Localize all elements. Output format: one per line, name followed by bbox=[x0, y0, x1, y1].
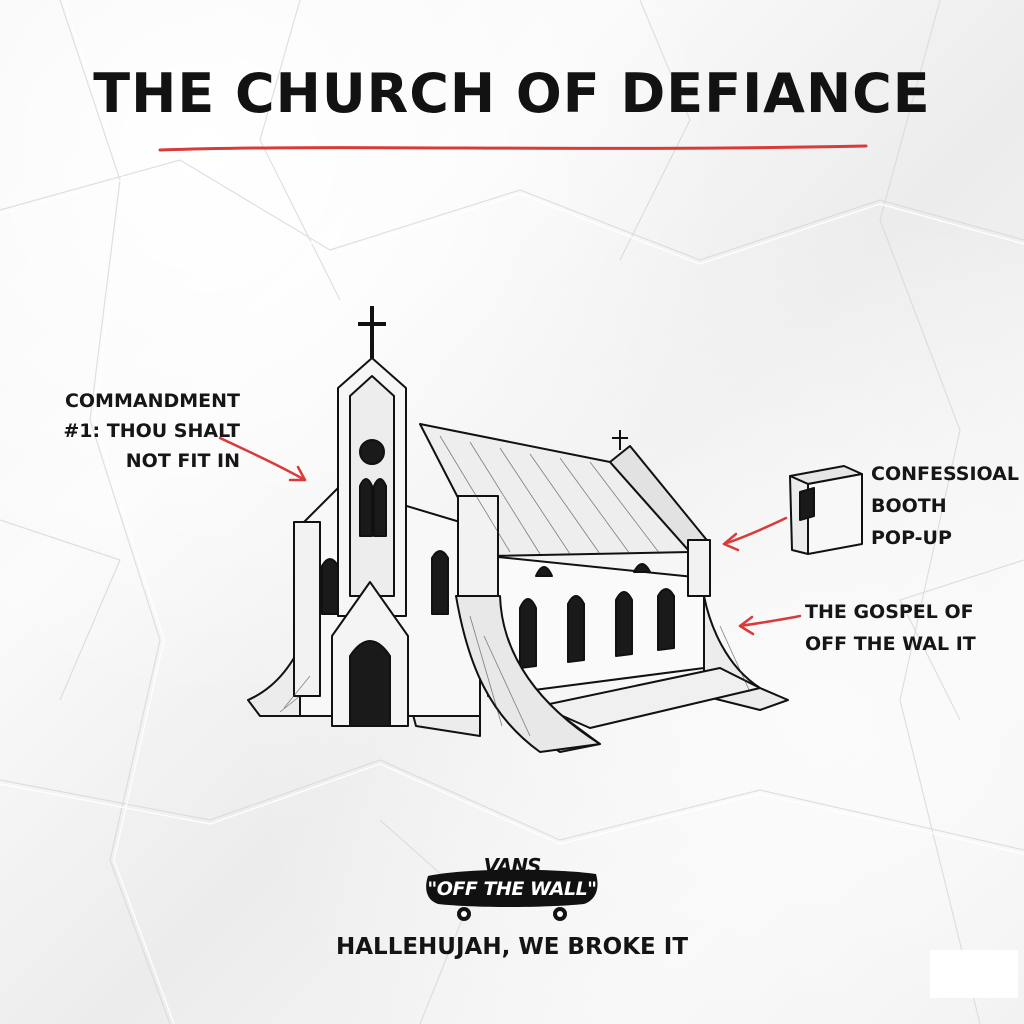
commandment-line-1: COMMANDMENT bbox=[64, 390, 240, 412]
vans-skateboard-logo: VANS "OFF THE WALL" bbox=[424, 848, 600, 926]
church-illustration bbox=[247, 306, 789, 753]
gospel-note: THE GOSPEL OF OFF THE WAL IT bbox=[805, 596, 1015, 660]
booth-line-1: CONFESSIOAL bbox=[871, 463, 1019, 485]
logo-slogan: "OFF THE WALL" bbox=[427, 878, 597, 900]
corner-blank-box bbox=[930, 950, 1018, 998]
confessional-booth-icon bbox=[789, 465, 863, 555]
gospel-line-1: THE GOSPEL OF bbox=[805, 601, 974, 623]
booth-line-2: BOOTH bbox=[871, 495, 947, 517]
commandment-line-3: NOT FIT IN bbox=[125, 450, 240, 472]
gospel-line-2: OFF THE WAL IT bbox=[805, 633, 976, 655]
logo-brand: VANS bbox=[483, 854, 542, 878]
booth-line-3: POP-UP bbox=[871, 527, 952, 549]
booth-note: CONFESSIOAL BOOTH POP-UP bbox=[871, 458, 1021, 554]
skateboard-shape bbox=[426, 869, 598, 921]
title-underline bbox=[158, 144, 868, 152]
page-title: THE CHURCH OF DEFIANCE bbox=[93, 62, 931, 125]
commandment-note: COMMANDMENT #1: THOU SHALT NOT FIT IN bbox=[40, 386, 240, 476]
commandment-line-2: #1: THOU SHALT bbox=[63, 420, 240, 442]
tagline: HALLEHUJAH, WE BROKE IT bbox=[335, 934, 689, 960]
